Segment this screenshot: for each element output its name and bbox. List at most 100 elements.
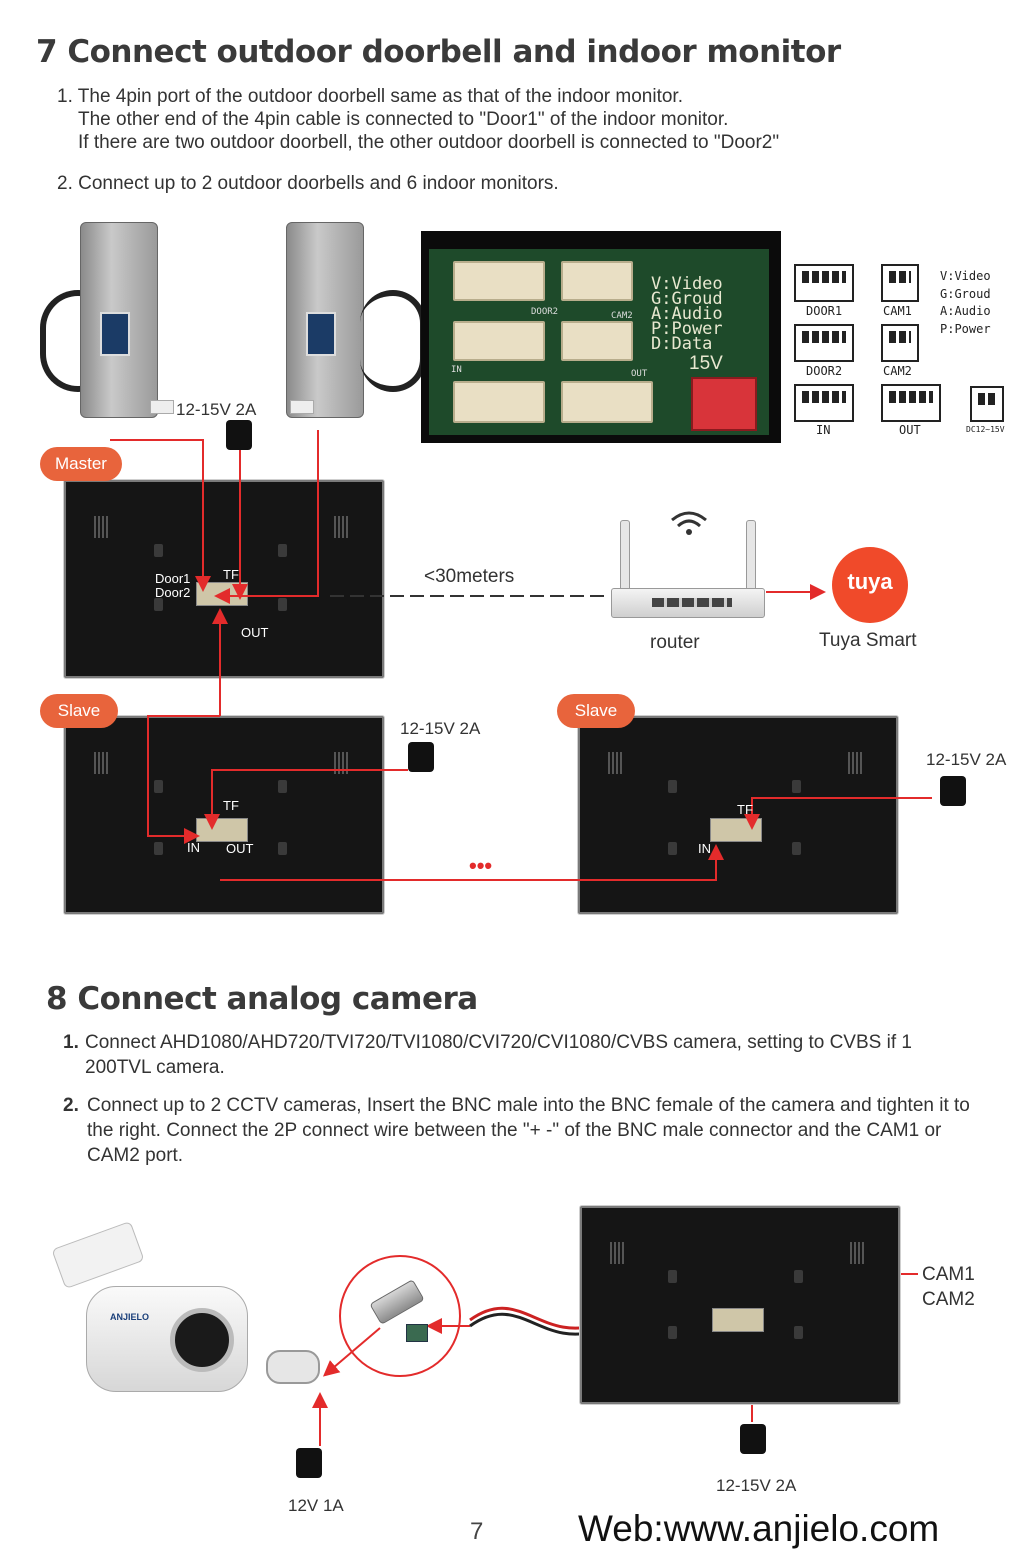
camera-lens <box>170 1308 234 1372</box>
power-label-slave2: 12-15V 2A <box>926 750 1007 769</box>
port-door1 <box>794 264 854 302</box>
vent <box>608 752 622 774</box>
power-connector <box>691 377 757 431</box>
slave-badge-2: Slave <box>557 694 635 728</box>
port-cam2 <box>881 324 919 362</box>
pcb-legend-item: V:Video <box>651 274 723 294</box>
wire-door2 <box>214 430 319 604</box>
screw <box>278 598 287 611</box>
section7-title: 7 Connect outdoor doorbell and indoor mo… <box>36 34 841 70</box>
pcb-cam2-label: CAM2 <box>611 311 633 321</box>
slave-badge-1: Slave <box>40 694 118 728</box>
pcb-connector <box>453 381 545 423</box>
camera-power-label: 12V 1A <box>288 1496 344 1515</box>
tuya-label: Tuya Smart <box>819 630 917 651</box>
monitor-power-label: 12-15V 2A <box>716 1476 797 1495</box>
port-legend-item: G:Groud <box>940 286 991 301</box>
doorbell-cable-coil <box>40 290 116 392</box>
screw <box>668 1270 677 1283</box>
port-legend-item: P:Power <box>940 321 991 336</box>
port-cam1 <box>881 264 919 302</box>
pcb-legend-item: D:Data <box>651 334 713 354</box>
wifi-icon-dot <box>686 529 692 535</box>
port-in <box>794 384 854 422</box>
slave2-tf-label: TF <box>737 802 753 817</box>
screw <box>154 842 163 855</box>
slave1-tf-label: TF <box>223 798 239 813</box>
doorbell-board <box>100 312 130 356</box>
screw <box>794 1270 803 1283</box>
wire-bnc <box>322 1327 381 1377</box>
pcb-photo: V:Video G:Groud A:Audio P:Power D:Data 1… <box>421 231 781 443</box>
vent <box>94 752 108 774</box>
screw <box>668 780 677 793</box>
section7-line1: 1. The 4pin port of the outdoor doorbell… <box>57 86 683 107</box>
vent <box>610 1242 624 1264</box>
port-out <box>881 384 941 422</box>
cam1-label: CAM1 <box>922 1264 975 1285</box>
port-legend-item: V:Video <box>940 269 991 283</box>
pcb-legend: V:Video G:Groud A:Audio P:Power D:Data <box>651 274 723 354</box>
pcb-voltage: 15V <box>689 353 723 374</box>
power-label-slave1: 12-15V 2A <box>400 719 481 738</box>
port-door2-label: DOOR2 <box>806 364 843 378</box>
vent <box>94 516 108 538</box>
wire-slave-chain <box>220 844 724 881</box>
pcb-door2-label: DOOR2 <box>531 307 559 317</box>
section8-title: 8 Connect analog camera <box>46 981 478 1017</box>
pcb-connector <box>561 321 633 361</box>
port-in-label: IN <box>816 423 831 437</box>
vent <box>850 1242 864 1264</box>
tuya-logo: tuya <box>832 547 908 623</box>
pcb-connector <box>453 321 545 361</box>
port-door1-label: DOOR1 <box>806 304 843 318</box>
port-legend-item: A:Audio <box>940 304 991 318</box>
port-out-label: OUT <box>899 423 921 437</box>
screw <box>794 1326 803 1339</box>
tuya-logo-text: tuya <box>847 569 893 594</box>
wire-slave1-in <box>147 715 220 844</box>
section7-line3: If there are two outdoor doorbell, the o… <box>78 132 780 153</box>
wire-power-slave2 <box>744 797 932 830</box>
power-adapter <box>226 420 252 450</box>
power-label-top: 12-15V 2A <box>176 400 257 419</box>
website-link[interactable]: Web:www.anjielo.com <box>578 1508 940 1549</box>
doorbell-connector <box>290 400 314 414</box>
port-door2 <box>794 324 854 362</box>
port-cam2-label: CAM2 <box>883 364 912 378</box>
pcb-connector <box>561 381 653 423</box>
port-block <box>712 1308 764 1332</box>
section8-item1: Connect AHD1080/AHD720/TVI720/TVI1080/CV… <box>85 1032 912 1078</box>
doorbell-board <box>306 312 336 356</box>
door2-label: Door2 <box>155 585 191 600</box>
door1-label: Door1 <box>155 571 191 586</box>
vent <box>848 752 862 774</box>
slave1-in-label: IN <box>187 840 200 855</box>
screw <box>792 780 801 793</box>
wire-door1 <box>110 439 211 592</box>
camera-brand: ANJIELO <box>110 1312 150 1322</box>
router-label: router <box>650 632 700 653</box>
master-monitor <box>64 480 384 678</box>
vent <box>334 752 348 774</box>
slave2-in-label: IN <box>698 841 711 856</box>
master-badge: Master <box>40 447 122 481</box>
camera-monitor <box>580 1206 900 1404</box>
bnc-terminal <box>406 1324 428 1342</box>
screw <box>154 598 163 611</box>
wifi-icon <box>671 511 707 528</box>
more-dots: ••• <box>469 853 493 878</box>
master-door-labels: Door1 Door2 <box>155 572 190 600</box>
screw <box>154 544 163 557</box>
screw <box>792 842 801 855</box>
section8-item1-number: 1. <box>63 1032 79 1053</box>
pcb-connector <box>561 261 633 301</box>
cam2-label: CAM2 <box>922 1289 975 1310</box>
port-cam1-label: CAM1 <box>883 304 912 318</box>
screw <box>668 842 677 855</box>
section8-item2: Connect up to 2 CCTV cameras, Insert the… <box>87 1095 970 1166</box>
page-number: 7 <box>470 1518 484 1545</box>
bnc-zoom-circle <box>339 1255 461 1377</box>
distance-label: <30meters <box>424 566 515 587</box>
pcb-legend-item: G:Groud <box>651 289 723 309</box>
